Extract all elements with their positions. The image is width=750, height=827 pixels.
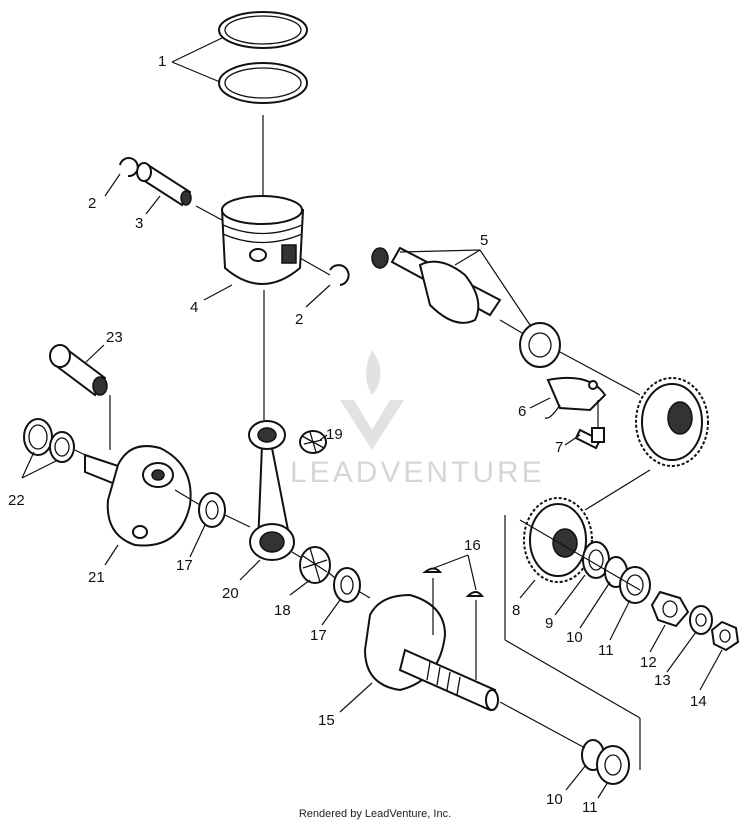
woodruff-key-1 [422,567,443,573]
watermark: LEADVENTURE [290,350,545,489]
callout-1: 1 [158,53,166,70]
wrist-pin-clip-left [119,157,139,178]
drive-gear [523,497,593,583]
callout-20: 20 [222,585,239,602]
balance-shaft-assembly [371,246,561,368]
crankshaft-half-right [363,593,499,712]
woodruff-key-2 [465,591,485,597]
connecting-rod [248,420,295,561]
hex-nut [710,620,740,652]
footer-credit: Rendered by LeadVenture, Inc. [298,808,452,820]
callout-6: 6 [518,403,526,420]
callout-8: 8 [512,602,520,619]
callout-16: 16 [464,537,481,554]
main-bearing-upper [619,566,651,604]
wrist-pin [136,162,192,207]
callout-2-left: 2 [88,195,96,212]
leadventure-logo-icon [340,350,404,450]
callout-18: 18 [274,602,291,619]
callout-23: 23 [106,329,123,346]
bracket-bolt [574,427,605,450]
callout-21: 21 [88,569,105,586]
watermark-brand: LEADVENTURE [290,456,545,489]
leader-lines [21,37,723,799]
callout-10-upper: 10 [566,629,583,646]
big-end-needle-bearing [299,546,331,584]
callout-12: 12 [640,654,657,671]
piston-ring-lower [218,62,308,104]
wrist-pin-clip-right [329,264,350,286]
callout-17-left: 17 [176,557,193,574]
small-end-needle-bearing [299,430,327,454]
crankshaft-half-left [84,445,192,547]
left-bearing [49,431,75,463]
callout-11-lower: 11 [582,799,598,816]
callout-14: 14 [690,693,707,710]
thrust-washer-left [198,492,226,528]
balancer-bracket [544,376,607,419]
callout-19: 19 [326,426,343,443]
crank-pin [49,344,108,397]
piston [220,195,305,285]
callout-17-right: 17 [310,627,327,644]
assembly-lines [74,115,651,770]
main-bearing-lower [596,745,630,785]
callout-3: 3 [135,215,143,232]
callout-22: 22 [8,492,25,509]
flat-washer [689,605,713,635]
callout-2-right: 2 [295,311,303,328]
callout-7: 7 [555,439,563,456]
callout-11-upper: 11 [598,642,614,659]
callout-labels: 1 2 3 4 2 5 23 6 19 7 22 21 17 16 20 8 1… [8,53,707,816]
balancer-driven-gear [635,377,709,467]
callout-4: 4 [190,299,198,316]
left-seal [23,418,53,456]
thrust-washer-right [333,567,361,603]
callout-9: 9 [545,615,553,632]
piston-ring-upper [218,11,308,49]
slotted-nut [650,590,690,628]
callout-5: 5 [480,232,488,249]
callout-10-lower: 10 [546,791,563,808]
callout-13: 13 [654,672,671,689]
callout-15: 15 [318,712,335,729]
